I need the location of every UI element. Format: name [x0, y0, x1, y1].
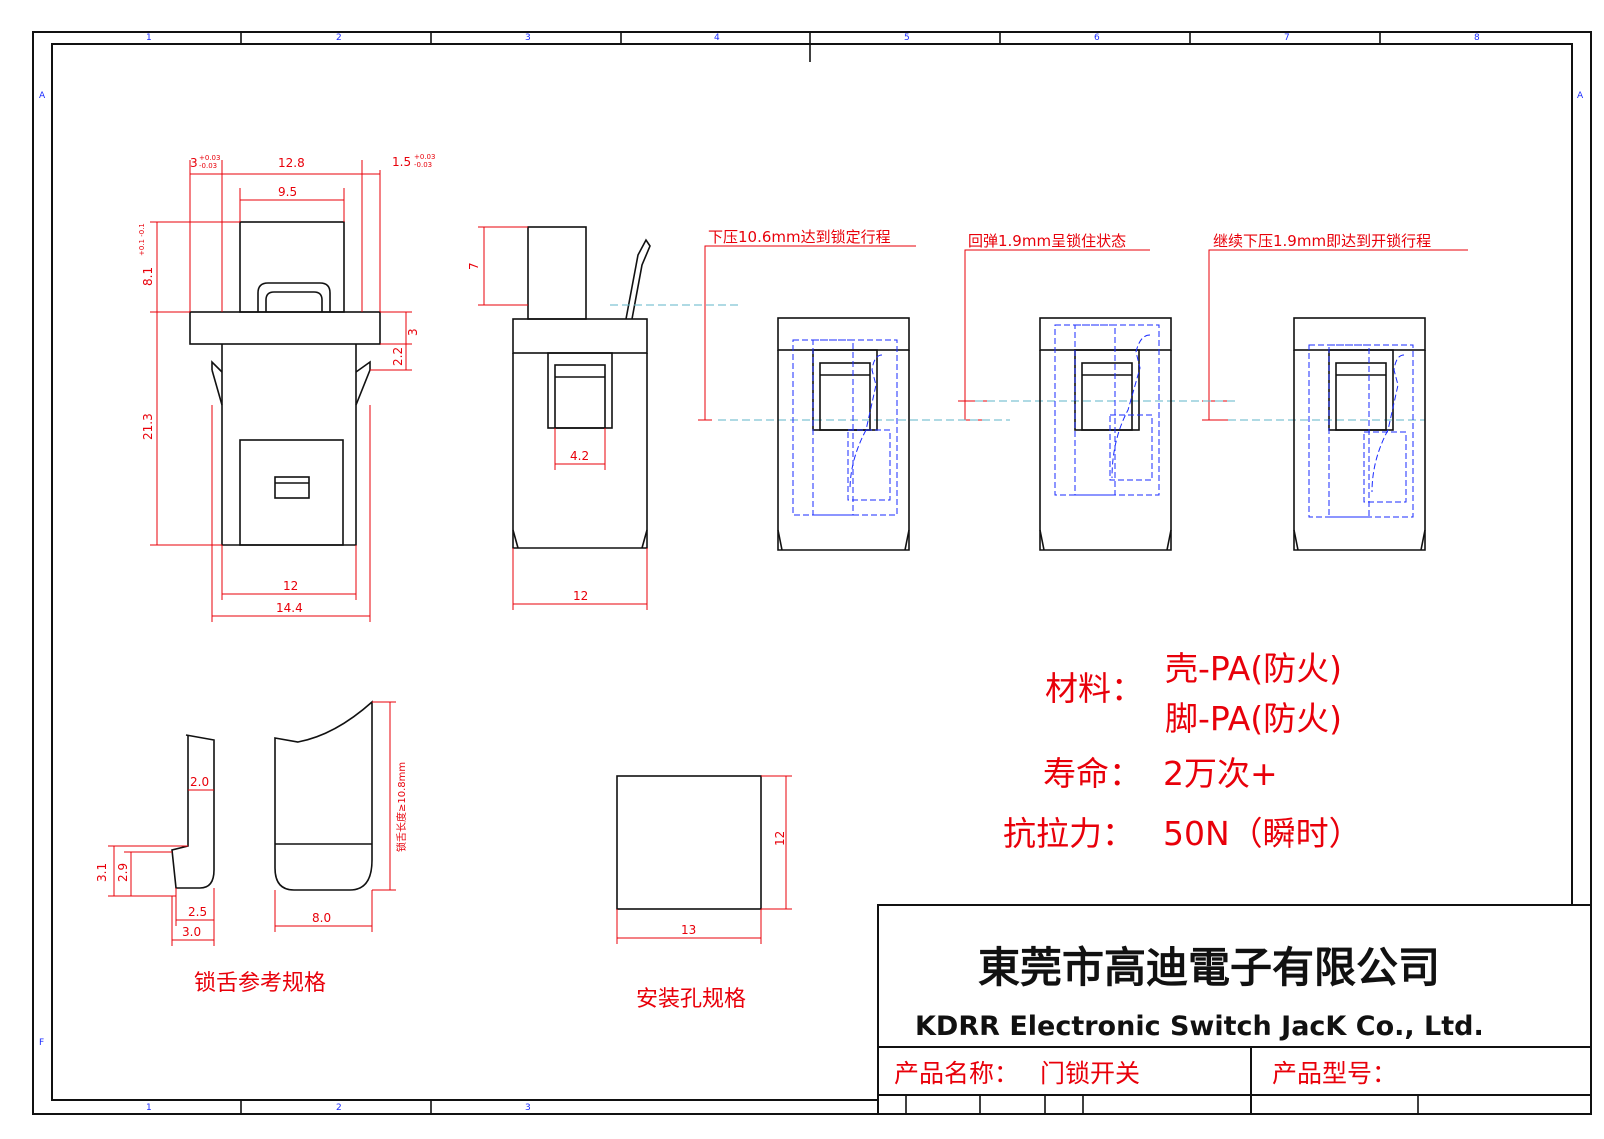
dim-3-side: 3 [406, 328, 420, 336]
dim-8-1: 8.1 [141, 267, 155, 286]
tongue-dim-2-9: 2.9 [116, 863, 130, 882]
drawing-frame [32, 31, 1592, 1115]
hole-dim-13: 13 [681, 923, 696, 937]
caption-tongue: 锁舌参考规格 [194, 971, 326, 996]
grid-bottom-col-1: 1 [146, 1103, 152, 1113]
grid-row-a-right: A [1577, 91, 1584, 101]
grid-col-7: 7 [1284, 33, 1290, 43]
spec-life-label: 寿命： [1043, 754, 1142, 793]
grid-row-a-left: A [39, 91, 46, 101]
tongue-dim-2-5: 2.5 [188, 905, 207, 919]
dim-1-5-tol-minus: -0.03 [414, 161, 432, 169]
dim-3-tol-plus: +0.03 [199, 154, 220, 162]
tongue-dim-length: 锁舌长度≥10.8mm [395, 762, 408, 852]
title-block: 東莞市高迪電子有限公司 KDRR Electronic Switch JacK … [877, 904, 1592, 1115]
grid-col-5: 5 [904, 33, 910, 43]
spec-material-label: 材料： [1045, 669, 1144, 708]
spec-material-shell: 壳-PA(防火) [1165, 649, 1342, 688]
grid-col-4: 4 [714, 33, 720, 43]
specifications: 材料： 壳-PA(防火) 脚-PA(防火) 寿命： 2万次+ 抗拉力： 50N（… [1003, 649, 1362, 853]
spec-pull-label: 抗拉力： [1003, 814, 1135, 853]
grid-col-8: 8 [1474, 33, 1480, 43]
state-locked [1039, 317, 1172, 551]
note-rebound: 回弹1.9mm呈锁住状态 [968, 232, 1126, 250]
dim-2-2: 2.2 [391, 347, 405, 366]
grid-col-1: 1 [146, 33, 152, 43]
dim-12-8: 12.8 [278, 156, 305, 170]
hole-dim-12: 12 [773, 831, 787, 846]
grid-bottom-col-2: 2 [336, 1103, 342, 1113]
dim-1-5-tol-plus: +0.03 [414, 153, 435, 161]
grid-col-2: 2 [336, 33, 342, 43]
note-continue: 继续下压1.9mm即达到开锁行程 [1213, 232, 1431, 250]
dim-21-3: 21.3 [141, 413, 155, 440]
spec-life-value: 2万次+ [1163, 754, 1278, 793]
state-locking [777, 317, 910, 551]
stroke-notes: 下压10.6mm达到锁定行程 回弹1.9mm呈锁住状态 继续下压1.9mm即达到… [698, 228, 1468, 421]
front-view [189, 221, 381, 546]
tongue-dim-3-0: 3.0 [182, 925, 201, 939]
side-view-dimensions: 7 4.2 12 [467, 226, 648, 610]
grid-bottom-col-3: 3 [525, 1103, 531, 1113]
grid-labels: 1 2 3 4 5 6 7 8 1 2 3 A F A [39, 33, 1584, 1113]
spec-material-foot: 脚-PA(防火) [1165, 699, 1342, 738]
grid-col-3: 3 [525, 33, 531, 43]
dim-14-4: 14.4 [276, 601, 303, 615]
tongue-profile-side [171, 734, 215, 889]
dim-3-tol-minus: -0.03 [199, 162, 217, 170]
dim-12-side: 12 [573, 589, 588, 603]
dim-8-1-tol: +0.1 -0.1 [138, 223, 146, 256]
tongue-dim-8-0: 8.0 [312, 911, 331, 925]
tongue-dimensions: 2.0 3.1 2.9 2.5 3.0 8.0 锁舌长度≥10.8mm [95, 701, 408, 946]
grid-row-f-left: F [39, 1038, 44, 1048]
dim-1-5: 1.5 [392, 155, 411, 169]
dim-3: 3 [190, 156, 198, 170]
dim-4-2: 4.2 [570, 449, 589, 463]
mounting-hole-dimensions: 12 13 [616, 775, 792, 944]
company-name-en: KDRR Electronic Switch JacK Co., Ltd. [915, 1011, 1484, 1042]
tongue-dim-3-1: 3.1 [95, 863, 109, 882]
grid-col-6: 6 [1094, 33, 1100, 43]
caption-hole: 安装孔规格 [636, 987, 746, 1012]
state-unlocking [1293, 317, 1426, 551]
product-model-label: 产品型号： [1272, 1059, 1397, 1088]
front-view-dimensions: 3 +0.03 -0.03 12.8 1.5 +0.03 -0.03 9.5 8… [138, 153, 435, 622]
company-name-cn: 東莞市高迪電子有限公司 [978, 943, 1440, 992]
product-name: 门锁开关 [1040, 1059, 1140, 1088]
tongue-profile-front [274, 700, 373, 891]
spec-pull-value: 50N（瞬时） [1163, 814, 1362, 853]
product-name-label: 产品名称： [894, 1059, 1019, 1088]
note-press: 下压10.6mm达到锁定行程 [708, 228, 891, 246]
mounting-hole [616, 775, 762, 910]
dim-9-5: 9.5 [278, 185, 297, 199]
dim-7: 7 [467, 262, 481, 270]
tongue-dim-2-0: 2.0 [190, 775, 209, 789]
dim-12-front: 12 [283, 579, 298, 593]
side-view [512, 226, 740, 549]
